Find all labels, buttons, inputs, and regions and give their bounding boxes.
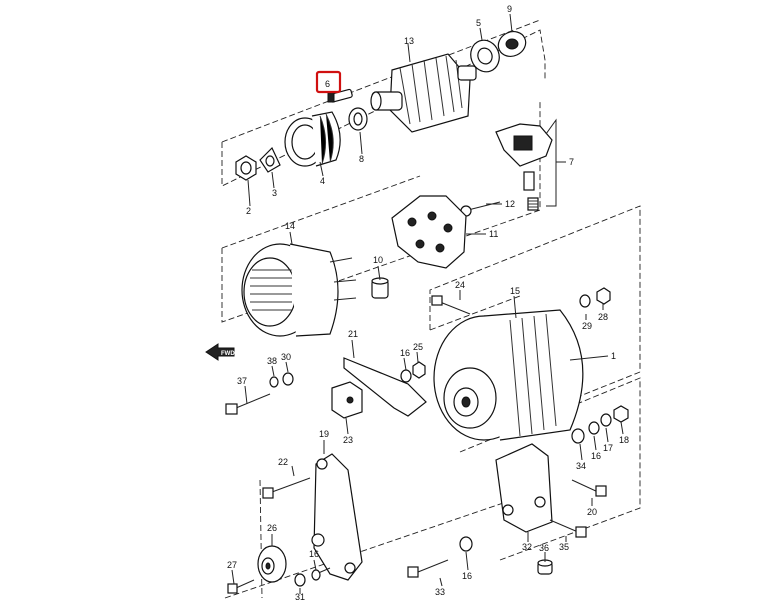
bracket-block [331, 381, 363, 419]
washer-31 [294, 573, 306, 587]
callout-16-lower: 16 [462, 571, 472, 581]
callout-labels: 13 5 9 6 8 4 3 2 7 12 11 14 10 24 15 1 2… [227, 4, 629, 600]
callout-9: 9 [507, 4, 512, 14]
nut-28 [596, 287, 611, 305]
callout-31: 31 [295, 592, 305, 600]
callout-35: 35 [559, 542, 569, 552]
nut-25 [412, 361, 426, 379]
callout-27: 27 [227, 560, 237, 570]
pulley-washer [259, 146, 281, 173]
callout-2: 2 [246, 206, 251, 216]
callout-36: 36 [539, 543, 549, 553]
shaft-nut [327, 88, 353, 103]
callout-16-upper: 16 [400, 348, 410, 358]
callout-23: 23 [343, 435, 353, 445]
washer-16-upper [400, 369, 412, 383]
washer-16-lower [459, 536, 473, 552]
callout-10: 10 [373, 255, 383, 265]
bracket-frame [224, 377, 641, 599]
front-direction-marker: FWD [205, 343, 235, 361]
callout-3: 3 [272, 188, 277, 198]
assembly-frame-middle [221, 100, 541, 323]
bearing [470, 39, 500, 73]
callout-22: 22 [278, 457, 288, 467]
callout-13: 13 [404, 36, 414, 46]
front-arrow-icon [205, 343, 235, 361]
front-marker-text: FWD [221, 351, 235, 357]
callout-1: 1 [611, 351, 616, 361]
callout-37: 37 [237, 376, 247, 386]
callout-6: 6 [325, 79, 330, 89]
bolt-35 [549, 519, 587, 538]
cap-36 [537, 559, 553, 575]
lower-bracket [311, 453, 363, 581]
stator [241, 243, 357, 337]
mounting-bracket [495, 443, 553, 533]
callout-28: 28 [598, 312, 608, 322]
pulley [284, 111, 341, 167]
callout-5: 5 [476, 18, 481, 28]
callout-4: 4 [320, 176, 325, 186]
callout-32: 32 [522, 542, 532, 552]
callout-25: 25 [413, 342, 423, 352]
rectifier [391, 195, 467, 269]
callout-16-bottom: 16 [309, 549, 319, 559]
callout-16-right: 16 [591, 451, 601, 461]
alternator-assembly [433, 309, 584, 441]
callout-14: 14 [285, 221, 295, 231]
callout-20: 20 [587, 507, 597, 517]
nut-18 [613, 405, 629, 423]
callout-12: 12 [505, 199, 515, 209]
callout-18: 18 [619, 435, 629, 445]
callout-15: 15 [510, 286, 520, 296]
bearing-cover [497, 31, 527, 57]
bolt-24 [431, 295, 471, 315]
callout-21: 21 [348, 329, 358, 339]
spacer [348, 107, 368, 131]
callout-19: 19 [319, 429, 329, 439]
callout-29: 29 [582, 321, 592, 331]
callout-8: 8 [359, 154, 364, 164]
callout-17: 17 [603, 443, 613, 453]
bolt-37 [225, 393, 271, 415]
washer-16-right [588, 421, 600, 435]
bolt-22 [262, 477, 311, 499]
callout-38: 38 [267, 356, 277, 366]
bolt-33 [407, 559, 449, 578]
washer-38 [269, 376, 279, 388]
rotor [370, 53, 477, 133]
brush-holder [495, 123, 553, 211]
adjusting-bracket [343, 357, 427, 417]
pulley-nut [235, 155, 257, 181]
washer-29 [579, 294, 591, 308]
callout-24: 24 [455, 280, 465, 290]
callout-26: 26 [267, 523, 277, 533]
idler-pulley [257, 545, 287, 583]
bolt-20 [571, 479, 607, 497]
callout-11: 11 [489, 229, 498, 239]
callout-34: 34 [576, 461, 586, 471]
washer-34 [571, 428, 585, 444]
leader-lines [231, 13, 624, 594]
bolt-27 [227, 579, 255, 594]
assembly-frame-lower [429, 205, 641, 399]
callout-30: 30 [281, 352, 291, 362]
callout-7: 7 [569, 157, 574, 167]
bushing [371, 277, 389, 299]
washer-30 [282, 372, 294, 386]
washer-17 [600, 413, 612, 427]
callout-33: 33 [435, 587, 445, 597]
highlight-box-6 [315, 70, 342, 94]
